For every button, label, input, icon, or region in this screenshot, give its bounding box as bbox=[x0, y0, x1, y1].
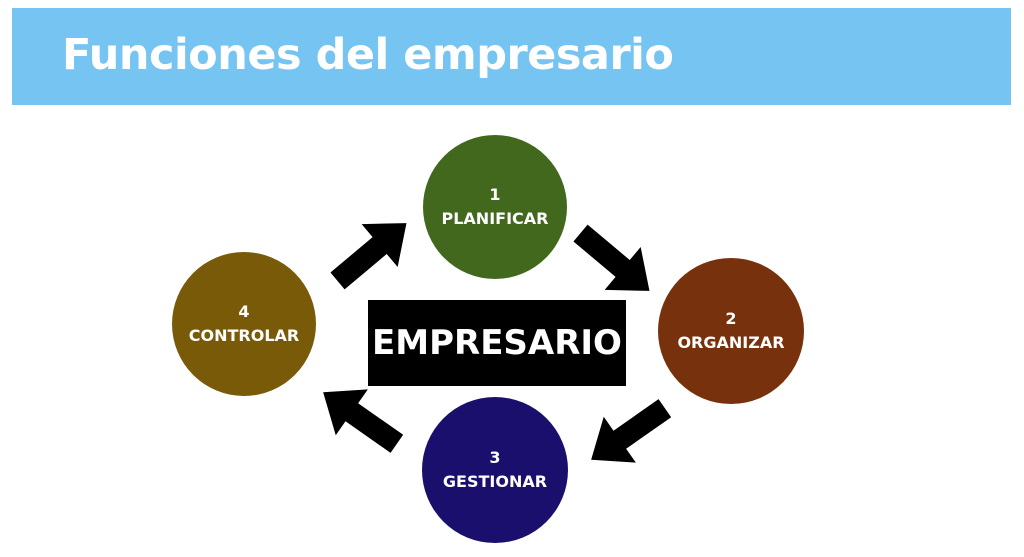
step-planificar: 1 PLANIFICAR bbox=[423, 135, 567, 279]
arrow-controlar-to-planificar bbox=[319, 201, 425, 303]
step-controlar: 4 CONTROLAR bbox=[172, 252, 316, 396]
step-label: CONTROLAR bbox=[188, 326, 300, 345]
step-label: PLANIFICAR bbox=[441, 209, 549, 228]
arrow-planificar-to-organizar bbox=[562, 211, 668, 313]
step-number: 4 bbox=[238, 302, 250, 321]
step-number: 1 bbox=[489, 185, 501, 204]
page-title: Funciones del empresario bbox=[62, 30, 674, 80]
center-empresario: EMPRESARIO bbox=[368, 300, 626, 386]
title-banner: Funciones del empresario bbox=[12, 8, 1011, 105]
step-label: ORGANIZAR bbox=[677, 333, 785, 352]
step-number: 3 bbox=[489, 448, 501, 467]
step-gestionar: 3 GESTIONAR bbox=[422, 397, 568, 543]
step-number: 2 bbox=[725, 309, 737, 328]
arrow-organizar-to-gestionar bbox=[575, 385, 681, 483]
step-label: GESTIONAR bbox=[442, 472, 548, 491]
step-organizar: 2 ORGANIZAR bbox=[658, 258, 804, 404]
